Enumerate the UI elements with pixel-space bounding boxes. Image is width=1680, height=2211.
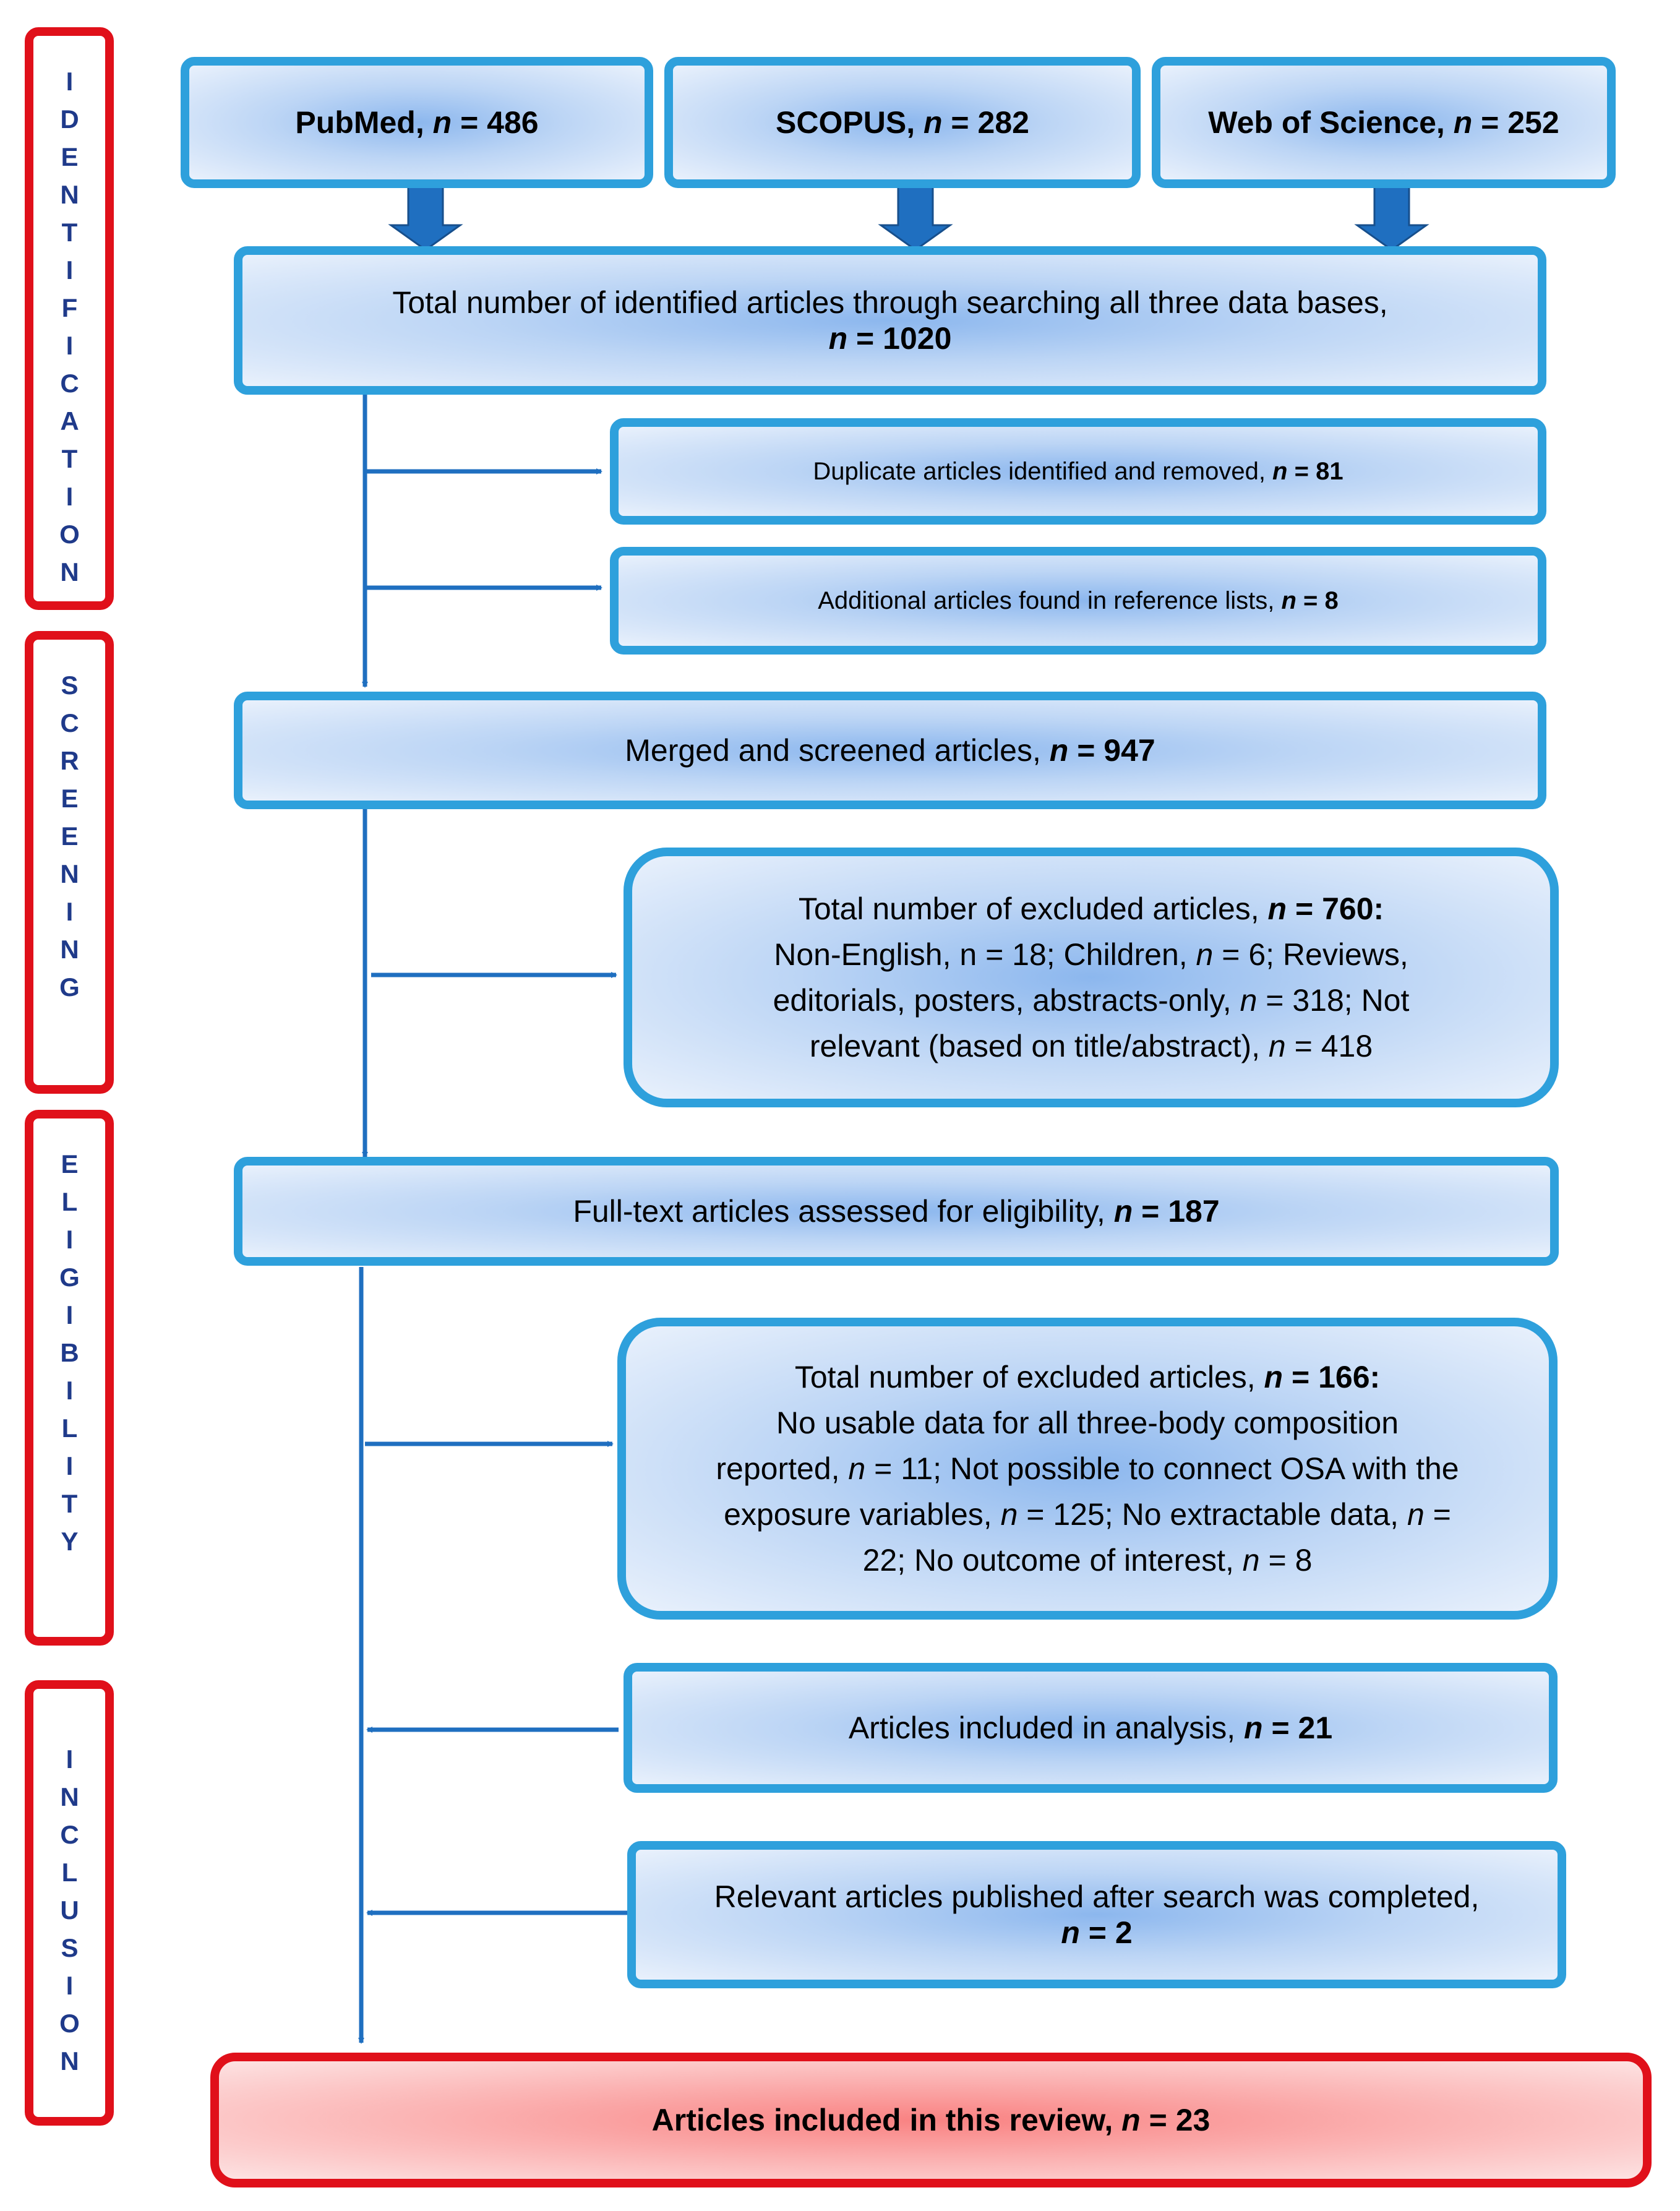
source-box-scopus: SCOPUS, n = 282 — [664, 57, 1141, 188]
fulltext-box: Full-text articles assessed for eligibil… — [234, 1157, 1559, 1266]
identified-count: n = 1020 — [828, 321, 952, 356]
source-box-pubmed: PubMed, n = 486 — [181, 57, 653, 188]
source-box-web-of-science: Web of Science, n = 252 — [1152, 57, 1616, 188]
excluded-screening-line3: editorials, posters, abstracts-only, n =… — [773, 983, 1410, 1018]
stage-screening: SCREENING — [25, 631, 114, 1094]
duplicates-text: Duplicate articles identified and remove… — [813, 457, 1344, 485]
identified-box: Total number of identified articles thro… — [234, 246, 1546, 395]
stage-eligibility: ELIGIBILITY — [25, 1110, 114, 1646]
excluded-eligibility-line3: reported, n = 11; Not possible to connec… — [716, 1451, 1459, 1486]
excluded-eligibility-heading: Total number of excluded articles, n = 1… — [794, 1360, 1381, 1394]
after-search-text: Relevant articles published after search… — [714, 1879, 1480, 1914]
excluded-screening-heading: Total number of excluded articles, n = 7… — [798, 891, 1384, 926]
excluded-screening-box: Total number of excluded articles, n = 7… — [624, 848, 1559, 1107]
fulltext-text: Full-text articles assessed for eligibil… — [573, 1194, 1220, 1229]
final-review-text: Articles included in this review, n = 23 — [651, 2103, 1211, 2137]
excluded-screening-line2: Non-English, n = 18; Children, n = 6; Re… — [774, 937, 1408, 972]
excluded-eligibility-line2: No usable data for all three-body compos… — [776, 1406, 1399, 1440]
stage-identification: IDENTIFICATION — [25, 27, 114, 610]
identified-text: Total number of identified articles thro… — [392, 285, 1388, 320]
excluded-screening-line4: relevant (based on title/abstract), n = … — [809, 1029, 1373, 1063]
duplicates-box: Duplicate articles identified and remove… — [610, 418, 1546, 525]
excluded-eligibility-line5: 22; No outcome of interest, n = 8 — [862, 1543, 1313, 1578]
included-analysis-text: Articles included in analysis, n = 21 — [848, 1711, 1333, 1745]
final-review-box: Articles included in this review, n = 23 — [210, 2053, 1652, 2187]
excluded-eligibility-box: Total number of excluded articles, n = 1… — [617, 1318, 1558, 1620]
after-search-count: n = 2 — [1061, 1915, 1133, 1950]
stage-screening-label: SCREENING — [55, 671, 84, 1010]
additional-box: Additional articles found in reference l… — [610, 547, 1546, 655]
stage-eligibility-label: ELIGIBILITY — [55, 1149, 84, 1565]
stage-inclusion: INCLUSION — [25, 1680, 114, 2126]
stage-inclusion-label: INCLUSION — [55, 1745, 84, 2084]
source-pubmed-text: PubMed, n = 486 — [295, 105, 539, 140]
merged-text: Merged and screened articles, n = 947 — [625, 733, 1155, 768]
after-search-box: Relevant articles published after search… — [627, 1841, 1566, 1988]
source-wos-text: Web of Science, n = 252 — [1208, 105, 1559, 140]
included-analysis-box: Articles included in analysis, n = 21 — [624, 1663, 1558, 1793]
additional-text: Additional articles found in reference l… — [818, 586, 1339, 614]
merged-box: Merged and screened articles, n = 947 — [234, 692, 1546, 809]
excluded-eligibility-line4: exposure variables, n = 125; No extracta… — [724, 1497, 1451, 1532]
source-scopus-text: SCOPUS, n = 282 — [776, 105, 1029, 140]
stage-identification-label: IDENTIFICATION — [55, 67, 84, 595]
